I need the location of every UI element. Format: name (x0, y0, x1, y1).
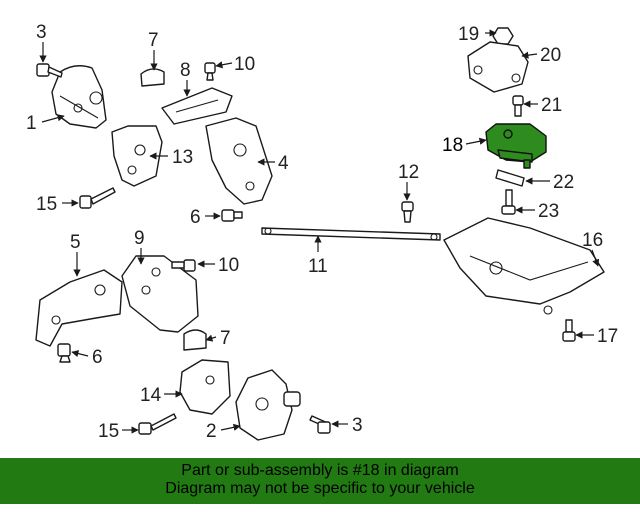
part-7-stopper-top[interactable] (140, 68, 165, 87)
callout-20: 20 (540, 45, 561, 66)
callout-22: 22 (553, 172, 574, 193)
info-banner: Part or sub-assembly is #18 in diagram D… (0, 458, 640, 504)
part-14-bracket[interactable] (179, 359, 231, 415)
part-2-lower-mount[interactable] (235, 369, 301, 441)
part-3-bolt-bottom[interactable] (309, 415, 331, 434)
callout-3-bottom: 3 (352, 415, 363, 436)
callout-7-top: 7 (148, 30, 159, 51)
part-3-bolt-top[interactable] (36, 63, 63, 78)
part-6-bolt-bottom[interactable] (57, 343, 71, 363)
callout-12: 12 (398, 162, 419, 183)
callout-15-bottom: 15 (98, 421, 119, 442)
part-10-bolt-top[interactable] (204, 62, 216, 81)
part-16-crossmember[interactable] (443, 217, 605, 315)
callout-21: 21 (541, 95, 562, 116)
part-8-heat-shield[interactable] (161, 87, 233, 125)
callout-9: 9 (134, 228, 145, 249)
part-15-bolt-bottom[interactable] (138, 413, 177, 435)
part-13-bracket[interactable] (111, 125, 163, 187)
callout-13: 13 (172, 147, 193, 168)
callout-4: 4 (278, 153, 289, 174)
callout-15-top: 15 (36, 194, 57, 215)
callout-2: 2 (206, 421, 217, 442)
part-17-bolt[interactable] (562, 319, 576, 342)
callout-10-middle: 10 (218, 255, 239, 276)
part-19-nut[interactable] (492, 27, 514, 45)
callout-17: 17 (597, 326, 618, 347)
part-15-bolt-top[interactable] (79, 187, 116, 209)
part-23-bolt[interactable] (501, 189, 516, 215)
callout-19: 19 (458, 24, 479, 45)
part-5-bracket[interactable] (35, 269, 123, 347)
callout-16: 16 (582, 230, 603, 251)
part-4-bracket[interactable] (205, 117, 273, 205)
parts-diagram: 3 7 10 8 1 13 4 15 6 12 11 19 20 21 18 2… (26, 22, 618, 442)
callout-18-highlighted: 18 (442, 135, 463, 156)
part-21-bolt[interactable] (512, 95, 524, 117)
callout-1: 1 (26, 113, 37, 134)
part-18-transmission-mount[interactable] (485, 123, 547, 169)
callout-8: 8 (180, 60, 191, 81)
callout-14: 14 (140, 385, 162, 406)
part-6-bolt-top[interactable] (221, 209, 243, 222)
callout-11: 11 (308, 256, 328, 277)
part-11-rod[interactable] (261, 227, 441, 241)
part-12-bolt[interactable] (401, 201, 414, 223)
part-22-plate[interactable] (495, 169, 525, 187)
callout-23: 23 (538, 201, 559, 222)
callout-7-bottom: 7 (220, 328, 231, 349)
callout-6-bottom: 6 (92, 347, 103, 368)
part-20-upper-bracket[interactable] (467, 41, 529, 93)
banner-line-2: Diagram may not be specific to your vehi… (165, 480, 475, 497)
part-9-bracket[interactable] (121, 255, 199, 333)
callout-3-top: 3 (36, 22, 47, 43)
part-1-engine-mount[interactable] (51, 65, 107, 129)
part-10-bolt-middle[interactable] (171, 259, 196, 272)
banner-line-1: Part or sub-assembly is #18 in diagram (181, 462, 459, 479)
callout-6-top: 6 (190, 207, 201, 228)
leader-lines (39, 29, 600, 434)
part-7-stopper-bottom[interactable] (183, 329, 207, 351)
callout-5: 5 (70, 232, 81, 253)
callout-10-top: 10 (234, 54, 255, 75)
